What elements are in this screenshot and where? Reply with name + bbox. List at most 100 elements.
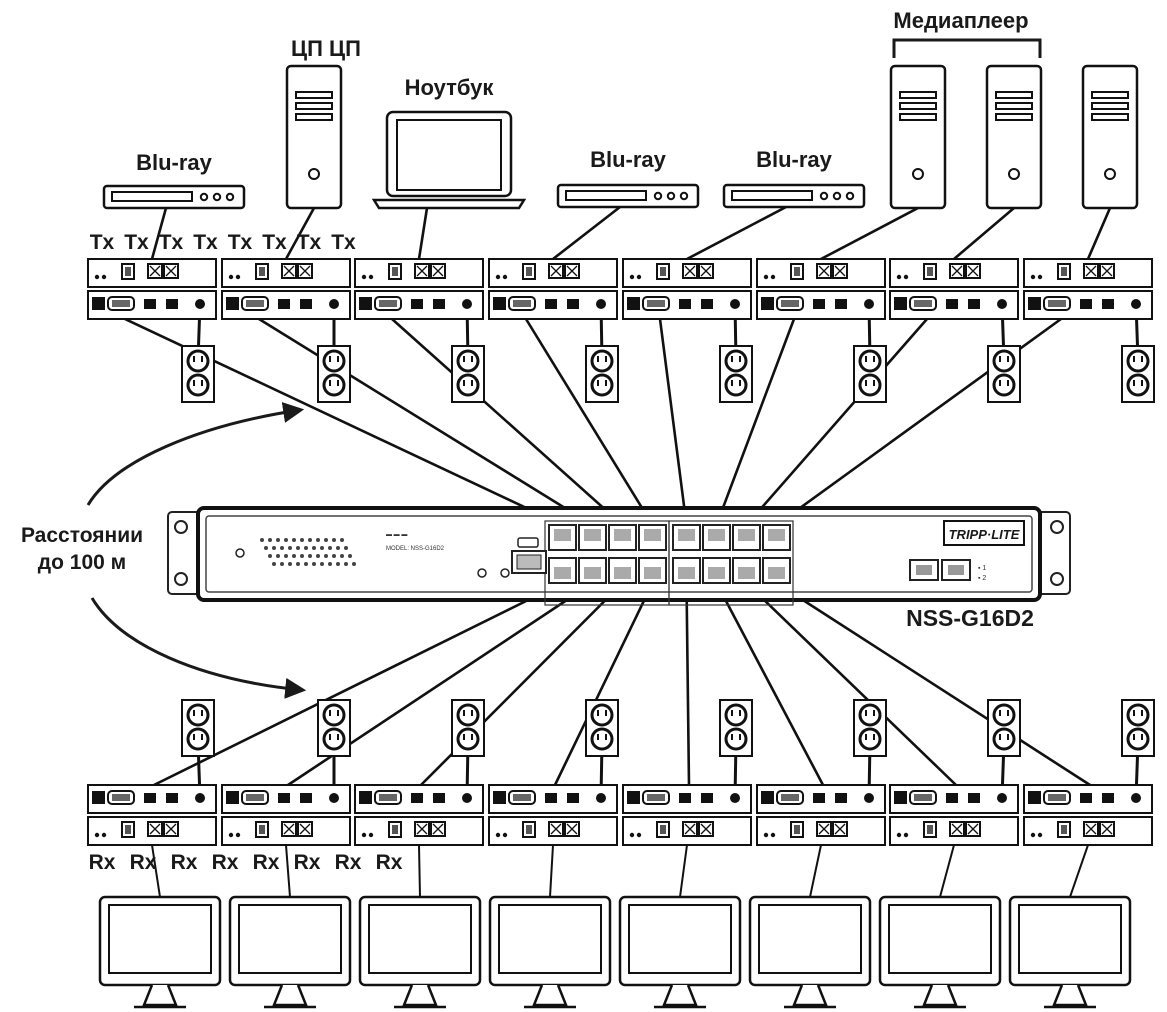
power-jack <box>1131 299 1141 309</box>
usb-port <box>567 793 579 803</box>
monitor-screen <box>238 904 342 974</box>
socket-slot <box>1133 710 1143 716</box>
rx-receiver-unit <box>756 784 886 846</box>
ethernet-jack <box>92 791 105 804</box>
status-led <box>348 554 352 558</box>
socket-slot <box>999 734 1009 740</box>
monitor-icon <box>358 895 482 1009</box>
port-mark <box>283 823 311 835</box>
status-led <box>264 546 268 550</box>
tower-pc-icon <box>889 64 947 210</box>
ethernet-cable <box>685 581 691 787</box>
usb-port <box>166 299 178 309</box>
socket <box>858 703 882 727</box>
tx-extender-unit <box>354 258 484 320</box>
status-led <box>300 554 304 558</box>
brand-logo <box>943 520 1025 546</box>
dip-lever <box>526 267 532 276</box>
display-cable <box>285 844 291 898</box>
status-led <box>268 554 272 558</box>
hdmi-port <box>946 299 958 309</box>
socket <box>858 349 882 373</box>
drive-bay <box>1091 102 1129 110</box>
hdmi-port <box>545 299 557 309</box>
tx-label: Tx <box>297 231 322 254</box>
monitor-screen <box>758 904 862 974</box>
port-mark <box>149 265 177 277</box>
status-led <box>300 538 304 542</box>
hdmi-port <box>679 793 691 803</box>
socket <box>1126 349 1150 373</box>
ethernet-jack <box>761 297 774 310</box>
ethernet-cable <box>745 317 929 527</box>
socket-slot <box>731 356 741 362</box>
source-cable <box>952 206 1016 261</box>
status-led <box>304 546 308 550</box>
ethernet-jack <box>493 791 506 804</box>
socket-slot <box>1133 356 1143 362</box>
socket <box>724 373 748 397</box>
rx-label: Rx <box>212 851 239 874</box>
socket <box>1126 703 1150 727</box>
socket <box>858 727 882 751</box>
ethernet-cable <box>715 581 825 787</box>
svg-text:▪ 1: ▪ 1 <box>978 565 986 572</box>
led <box>763 274 769 280</box>
socket-slot <box>865 380 875 386</box>
tx-label: Tx <box>228 231 253 254</box>
led <box>770 274 776 280</box>
status-led <box>328 546 332 550</box>
tower-pc-icon <box>285 64 343 210</box>
power-outlet-icon <box>317 699 351 757</box>
socket-slot <box>463 734 473 740</box>
port-jack <box>708 529 725 541</box>
drive-bay <box>295 113 333 121</box>
rx-receiver-unit <box>221 784 351 846</box>
dip-lever <box>660 825 666 834</box>
status-led <box>288 562 292 566</box>
disc-slot <box>565 190 647 201</box>
socket-slot <box>865 710 875 716</box>
socket-slot <box>731 710 741 716</box>
distance-label: Расстоянии <box>21 524 143 547</box>
ethernet-cable <box>658 317 688 527</box>
vga-pins <box>914 300 932 307</box>
tower-pc-icon <box>985 64 1043 210</box>
socket <box>186 727 210 751</box>
status-led <box>328 562 332 566</box>
vga-pins <box>379 300 397 307</box>
vga-pins <box>112 794 130 801</box>
tx-extender-unit <box>1023 258 1153 320</box>
power-outlet-icon <box>451 345 485 403</box>
distance-label: до 100 м <box>38 551 126 574</box>
dip-lever <box>125 825 131 834</box>
drive-bay <box>995 91 1033 99</box>
tx-label: Tx <box>331 231 356 254</box>
socket <box>322 349 346 373</box>
hdmi-port <box>679 299 691 309</box>
rx-receiver-unit <box>354 784 484 846</box>
status-led <box>308 538 312 542</box>
monitor-stand <box>662 984 698 1007</box>
hdmi-port <box>1080 793 1092 803</box>
display-cable <box>809 844 822 898</box>
dip-lever <box>1061 825 1067 834</box>
hdmi-port <box>278 299 290 309</box>
power-jack <box>730 299 740 309</box>
dip-lever <box>392 267 398 276</box>
rx-receiver-unit <box>87 784 217 846</box>
led <box>896 832 902 838</box>
ethernet-jack <box>359 791 372 804</box>
drive-bay <box>295 91 333 99</box>
port-jack <box>614 567 631 579</box>
socket-slot <box>463 710 473 716</box>
status-led <box>304 562 308 566</box>
monitor-icon <box>98 895 222 1009</box>
ethernet-jack <box>627 791 640 804</box>
display-cable <box>1069 844 1089 898</box>
status-led <box>308 554 312 558</box>
monitor-screen <box>1018 904 1122 974</box>
monitor-icon <box>228 895 352 1009</box>
